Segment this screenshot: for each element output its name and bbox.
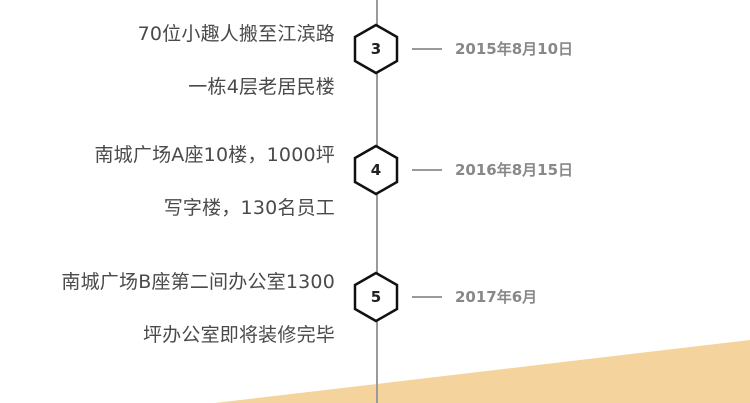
timeline-line: [376, 0, 378, 403]
milestone-3-number: 3: [370, 40, 382, 58]
milestone-5-hexagon-badge: 5: [352, 270, 400, 324]
milestone-5: 南城广场B座第二间办公室1300 坪办公室即将装修完毕 5 2017年6月: [0, 267, 750, 397]
milestone-3-connector: [412, 48, 442, 50]
milestone-4-hexagon-badge: 4: [352, 143, 400, 197]
milestone-3-date: 2015年8月10日: [455, 40, 574, 58]
milestone-5-date: 2017年6月: [455, 288, 538, 306]
milestone-4-connector: [412, 169, 442, 171]
hexagon-icon: [353, 23, 399, 75]
milestone-3: 70位小趣人搬至江滨路 一栋4层老居民楼 3 2015年8月10日: [0, 19, 750, 149]
milestone-5-connector: [412, 296, 442, 298]
milestone-5-description-line-2: 坪办公室即将装修完毕: [142, 324, 335, 346]
milestone-3-description-line-2: 一栋4层老居民楼: [188, 76, 335, 98]
milestone-4-description-line-2: 写字楼，130名员工: [163, 197, 335, 219]
hexagon-icon: [353, 144, 399, 196]
milestone-3-hexagon-badge: 3: [352, 22, 400, 76]
milestone-4-date: 2016年8月15日: [455, 161, 574, 179]
milestone-5-description-line-1: 南城广场B座第二间办公室1300: [61, 271, 335, 293]
milestone-4-number: 4: [370, 161, 382, 179]
milestone-5-number: 5: [370, 288, 382, 306]
milestone-3-description-line-1: 70位小趣人搬至江滨路: [137, 23, 335, 45]
hexagon-icon: [353, 271, 399, 323]
milestone-4-description-line-1: 南城广场A座10楼，1000坪: [94, 144, 335, 166]
milestone-4: 南城广场A座10楼，1000坪 写字楼，130名员工 4 2016年8月15日: [0, 140, 750, 270]
